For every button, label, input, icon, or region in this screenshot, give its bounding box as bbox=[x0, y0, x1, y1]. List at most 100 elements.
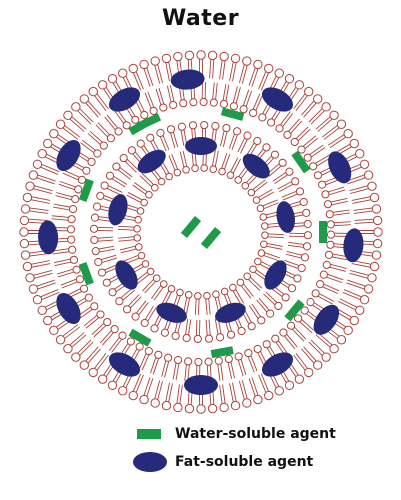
lipid-molecule bbox=[249, 377, 262, 403]
lipid-molecule bbox=[21, 205, 48, 214]
lipid-molecule bbox=[174, 384, 183, 411]
lipid-molecule bbox=[23, 261, 50, 271]
fat-soluble-agent bbox=[111, 257, 143, 294]
lipid-molecule bbox=[54, 256, 77, 265]
lipid-molecule bbox=[162, 54, 172, 81]
lipid-molecule bbox=[288, 242, 311, 250]
lipid-molecule bbox=[230, 54, 240, 81]
lipid-molecule bbox=[156, 88, 167, 111]
lipid-molecule bbox=[53, 204, 77, 213]
lipid-molecule bbox=[95, 255, 117, 265]
fat-soluble-agent bbox=[258, 347, 297, 381]
lipid-molecule bbox=[230, 383, 240, 410]
lipid-molecule bbox=[210, 83, 217, 107]
lipid-molecule bbox=[239, 380, 251, 407]
lipid-molecule bbox=[227, 158, 240, 179]
lipid-molecule bbox=[26, 182, 53, 194]
lipid-molecule bbox=[162, 383, 172, 410]
lipid-molecule bbox=[225, 355, 234, 378]
lipid-molecule bbox=[140, 60, 153, 86]
lipid-molecule bbox=[90, 225, 113, 232]
fat-soluble-agent bbox=[51, 289, 85, 328]
lipid-molecule bbox=[322, 187, 345, 198]
lipid-molecule bbox=[261, 241, 283, 249]
lipid-molecule bbox=[61, 276, 84, 288]
lipid-molecule bbox=[92, 246, 115, 254]
lipid-molecule bbox=[150, 351, 162, 374]
lipid-molecule bbox=[80, 95, 100, 117]
lipid-molecule bbox=[220, 52, 229, 79]
lipid-molecule bbox=[127, 192, 148, 205]
fat-soluble-agent bbox=[38, 220, 59, 255]
lipid-molecule bbox=[210, 150, 218, 172]
lipid-molecule bbox=[230, 284, 244, 305]
legend-item-water-soluble: Water-soluble agent bbox=[133, 420, 393, 448]
lipid-molecule bbox=[355, 216, 382, 224]
lipid-molecule bbox=[26, 270, 53, 282]
lipid-molecule bbox=[229, 128, 240, 150]
water-soluble-agent bbox=[319, 221, 327, 243]
lipid-molecule bbox=[353, 205, 380, 214]
water-soluble-agent bbox=[201, 227, 221, 249]
lipid-molecule bbox=[195, 293, 202, 315]
lipid-molecule bbox=[118, 226, 140, 233]
lipid-molecule bbox=[294, 87, 313, 110]
lipid-molecule bbox=[162, 354, 172, 377]
lipid-molecule bbox=[89, 353, 108, 376]
legend: Water-soluble agent Fat-soluble agent bbox=[133, 420, 393, 476]
lipid-molecule bbox=[64, 332, 86, 352]
legend-label-water-soluble: Water-soluble agent bbox=[175, 426, 336, 442]
lipid-molecule bbox=[316, 111, 338, 131]
fat-soluble-agent bbox=[185, 137, 217, 155]
lipid-molecule bbox=[184, 292, 192, 314]
lipid-molecule bbox=[258, 250, 280, 261]
lipid-molecule bbox=[294, 353, 313, 376]
lipid-molecule bbox=[151, 380, 163, 407]
lipid-molecule bbox=[245, 349, 257, 372]
lipid-molecule bbox=[80, 347, 100, 369]
lipid-molecule bbox=[301, 95, 321, 117]
lipid-molecule bbox=[309, 340, 331, 362]
lipid-molecule bbox=[349, 270, 376, 282]
fat-soluble-agents bbox=[38, 68, 365, 395]
lipid-molecule bbox=[230, 86, 240, 109]
fat-soluble-agent bbox=[274, 200, 297, 235]
lipid-molecule bbox=[140, 377, 153, 403]
lipid-bilayers bbox=[20, 51, 382, 413]
lipid-molecule bbox=[316, 332, 338, 352]
lipid-molecule bbox=[194, 320, 201, 343]
lipid-molecule bbox=[145, 92, 157, 115]
lipid-molecule bbox=[250, 94, 263, 117]
lipid-molecule bbox=[180, 151, 189, 173]
lipid-molecule bbox=[101, 182, 122, 195]
legend-item-fat-soluble: Fat-soluble agent bbox=[133, 448, 393, 476]
lipid-molecule bbox=[240, 90, 252, 113]
lipid-molecule bbox=[320, 271, 343, 283]
lipid-molecule bbox=[89, 87, 108, 110]
lipid-molecule bbox=[173, 356, 182, 380]
lipid-molecule bbox=[352, 193, 379, 203]
lipid-molecule bbox=[324, 198, 347, 207]
lipid-molecule bbox=[56, 120, 79, 139]
lipid-molecule bbox=[208, 51, 216, 78]
lipid-molecule bbox=[151, 57, 163, 84]
lipid-molecule bbox=[169, 154, 181, 176]
lipid-molecule bbox=[219, 153, 230, 175]
lipid-molecule bbox=[249, 60, 262, 86]
lipid-molecule bbox=[310, 155, 332, 170]
lipid-molecule bbox=[239, 57, 251, 84]
lipid-molecule bbox=[262, 232, 284, 239]
lipid-molecule bbox=[204, 292, 211, 314]
fat-soluble-agent bbox=[342, 228, 365, 264]
legend-label-fat-soluble: Fat-soluble agent bbox=[175, 454, 313, 470]
lipid-molecule bbox=[327, 221, 351, 228]
lipid-molecule bbox=[72, 103, 94, 125]
lipid-molecule bbox=[301, 347, 321, 369]
lipid-molecule bbox=[178, 123, 186, 146]
fat-soluble-agent bbox=[105, 82, 144, 116]
lipid-molecule bbox=[352, 261, 379, 271]
water-soluble-swatch bbox=[137, 429, 161, 439]
lipid-molecule bbox=[309, 103, 331, 125]
lipid-molecule bbox=[220, 84, 229, 108]
lipid-molecule bbox=[220, 384, 229, 411]
